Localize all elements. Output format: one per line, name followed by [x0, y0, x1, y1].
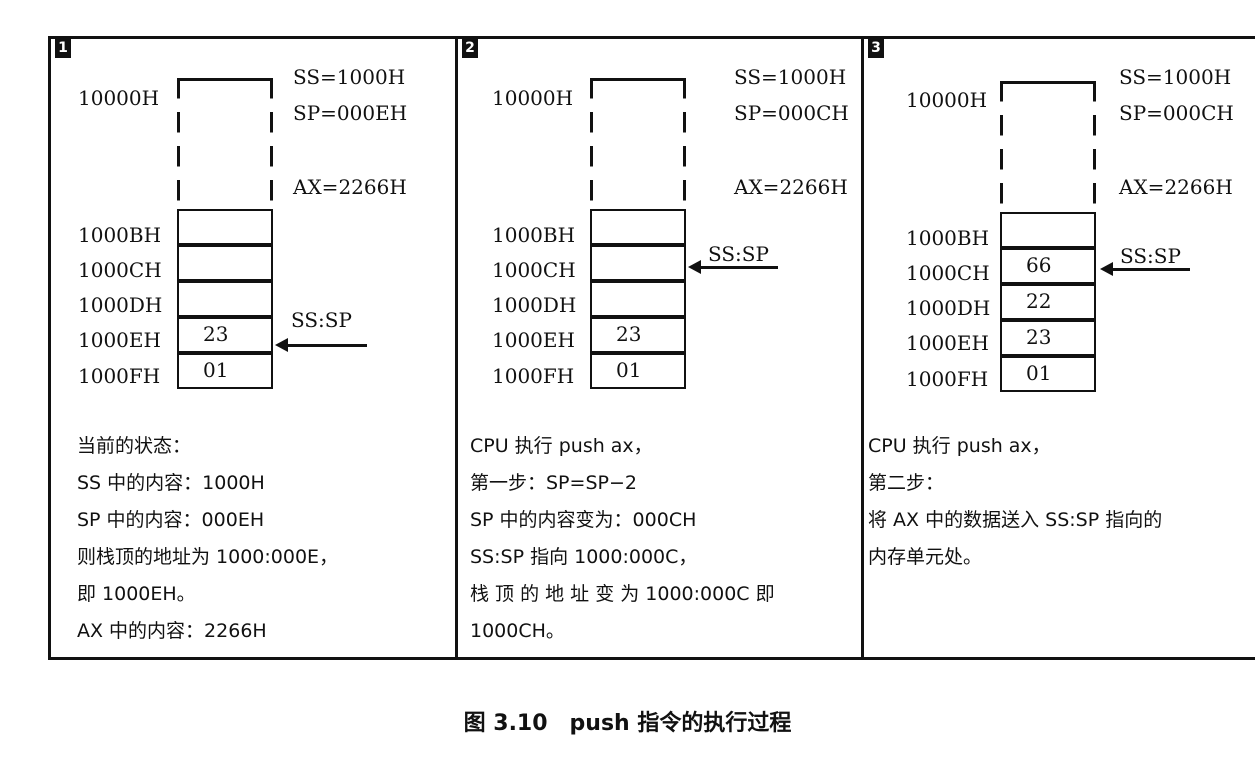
stack-right-dashed-edge — [683, 78, 686, 209]
description-line: 当前的状态： — [77, 435, 192, 457]
memory-cell-1000FH: 01 — [1000, 356, 1096, 392]
ss-register: SS=1000H — [734, 65, 847, 89]
ss-sp-arrow-icon — [1100, 263, 1190, 275]
sp-register: SP=000CH — [1119, 101, 1234, 125]
description-line: 栈 顶 的 地 址 变 为 1000:000C 即 — [470, 583, 775, 605]
panel-2: 2 10000H SS=1000H SP=000CH AX=2266H 23 0… — [458, 36, 861, 660]
memory-cell-1000DH — [177, 281, 273, 317]
description-line: 第一步：SP=SP−2 — [470, 472, 637, 494]
panel-description: CPU 执行 push ax， 第一步：SP=SP−2 SP 中的内容变为：00… — [470, 428, 775, 650]
figure-caption: 图 3.10 push 指令的执行过程 — [463, 711, 792, 736]
address-label-1000DH: 1000DH — [906, 296, 991, 320]
stack-right-dashed-edge — [270, 78, 273, 209]
memory-cell-1000CH: 66 — [1000, 248, 1096, 284]
memory-stack: 23 01 — [590, 78, 686, 398]
panel-1: 1 10000H SS=1000H SP=000EH AX=2266H 23 0… — [51, 36, 455, 660]
panel-number: 2 — [462, 39, 478, 58]
description-line: 将 AX 中的数据送入 SS:SP 指向的 — [868, 509, 1163, 531]
description-line: 即 1000EH。 — [77, 583, 196, 605]
address-label-1000FH: 1000FH — [906, 367, 989, 391]
memory-cell-1000EH: 23 — [1000, 320, 1096, 356]
memory-cell-1000EH: 23 — [177, 317, 273, 353]
top-address-label: 10000H — [492, 86, 574, 110]
description-line: SP 中的内容：000EH — [77, 509, 265, 531]
address-label-1000CH: 1000CH — [78, 258, 162, 282]
ss-register: SS=1000H — [293, 65, 406, 89]
memory-cell-1000FH: 01 — [590, 353, 686, 389]
address-label-1000FH: 1000FH — [492, 364, 575, 388]
panel-divider-2 — [861, 36, 864, 660]
memory-cell-1000FH: 01 — [177, 353, 273, 389]
address-label-1000BH: 1000BH — [906, 226, 990, 250]
panel-number: 1 — [55, 39, 71, 58]
description-line: SP 中的内容变为：000CH — [470, 509, 697, 531]
ss-sp-pointer-label: SS:SP — [1120, 244, 1181, 268]
ss-sp-pointer-label: SS:SP — [708, 242, 769, 266]
description-line: CPU 执行 push ax， — [470, 435, 653, 457]
ax-register: AX=2266H — [1119, 175, 1233, 199]
ax-register: AX=2266H — [293, 175, 407, 199]
description-line: 第二步： — [868, 472, 945, 494]
top-address-label: 10000H — [78, 86, 160, 110]
memory-cell-1000BH — [1000, 212, 1096, 248]
description-line: SS 中的内容：1000H — [77, 472, 265, 494]
memory-cell-1000DH — [590, 281, 686, 317]
sp-register: SP=000CH — [734, 101, 849, 125]
memory-cell-1000DH: 22 — [1000, 284, 1096, 320]
address-label-1000DH: 1000DH — [78, 293, 163, 317]
description-line: AX 中的内容：2266H — [77, 620, 267, 642]
memory-cell-1000BH — [590, 209, 686, 245]
panel-number: 3 — [868, 39, 884, 58]
memory-cell-1000EH: 23 — [590, 317, 686, 353]
memory-cell-1000CH — [590, 245, 686, 281]
panel-description: CPU 执行 push ax， 第二步： 将 AX 中的数据送入 SS:SP 指… — [868, 428, 1162, 576]
address-label-1000BH: 1000BH — [492, 223, 576, 247]
address-label-1000EH: 1000EH — [78, 328, 161, 352]
panel-divider-1 — [455, 36, 458, 660]
address-label-1000CH: 1000CH — [906, 261, 990, 285]
ss-sp-arrow-icon — [275, 339, 367, 351]
address-label-1000DH: 1000DH — [492, 293, 577, 317]
memory-stack: 23 01 — [177, 78, 273, 398]
description-line: SS:SP 指向 1000:000C， — [470, 546, 698, 568]
diagram-frame — [48, 36, 1255, 660]
stack-top-edge — [590, 78, 686, 81]
address-label-1000BH: 1000BH — [78, 223, 162, 247]
top-address-label: 10000H — [906, 88, 988, 112]
stack-top-edge — [1000, 81, 1096, 84]
panel-3: 3 10000H SS=1000H SP=000CH AX=2266H 66 2… — [864, 36, 1255, 660]
stack-right-dashed-edge — [1093, 81, 1096, 212]
memory-stack: 66 22 23 01 — [1000, 81, 1096, 401]
memory-cell-1000BH — [177, 209, 273, 245]
description-line: 内存单元处。 — [868, 546, 983, 568]
stack-top-edge — [177, 78, 273, 81]
ss-sp-pointer-label: SS:SP — [291, 308, 352, 332]
address-label-1000FH: 1000FH — [78, 364, 161, 388]
memory-cell-1000CH — [177, 245, 273, 281]
description-line: 则栈顶的地址为 1000:000E， — [77, 546, 339, 568]
ax-register: AX=2266H — [734, 175, 848, 199]
address-label-1000CH: 1000CH — [492, 258, 576, 282]
address-label-1000EH: 1000EH — [492, 328, 575, 352]
description-line: 1000CH。 — [470, 620, 565, 642]
ss-register: SS=1000H — [1119, 65, 1232, 89]
ss-sp-arrow-icon — [688, 261, 778, 273]
stack-left-dashed-edge — [177, 78, 180, 209]
sp-register: SP=000EH — [293, 101, 408, 125]
stack-left-dashed-edge — [590, 78, 593, 209]
description-line: CPU 执行 push ax， — [868, 435, 1051, 457]
stack-left-dashed-edge — [1000, 81, 1003, 212]
address-label-1000EH: 1000EH — [906, 331, 989, 355]
panel-description: 当前的状态： SS 中的内容：1000H SP 中的内容：000EH 则栈顶的地… — [77, 428, 338, 650]
